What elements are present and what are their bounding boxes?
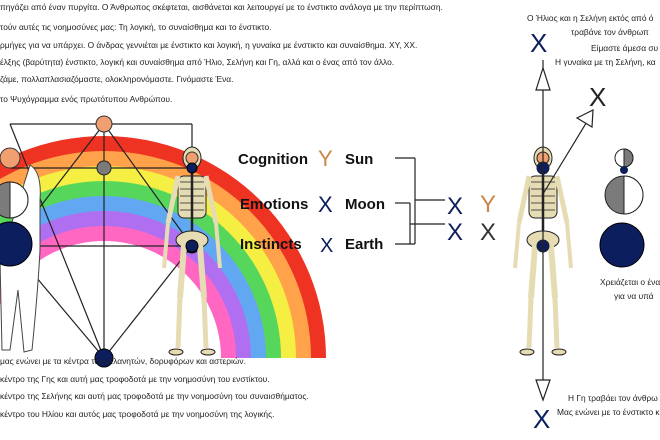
x-glyph-female-bottom: X [447, 219, 463, 246]
text-right-8: Μας ενώνει με το ένστικτο κ [557, 407, 660, 417]
x-glyph-female-top: X [447, 193, 463, 220]
left-upper-arm [165, 175, 181, 224]
right-upper-arm [203, 175, 219, 224]
x-chromosome-glyph-earth: X [320, 235, 333, 257]
left-forearm [162, 222, 170, 269]
text-line-bottom-3: κέντρο της Σελήνης και αυτή μας τροφοδοτ… [0, 391, 309, 401]
left-upper-arm [516, 175, 532, 224]
right-upper-arm [554, 175, 570, 224]
x-glyph-male: X [480, 219, 496, 246]
x-chromosome-glyph-moon: X [318, 192, 333, 217]
emotions-label: Emotions [240, 196, 308, 213]
right-femur [548, 245, 558, 299]
left-femur [528, 245, 538, 299]
y-chromosome-glyph-sun: Y [318, 146, 333, 171]
text-line-top-4: έλξης (βαρύτητα) ένστικτο, λογική και συ… [0, 57, 395, 67]
text-right-4: Η γυναίκα με τη Σελήνη, κα [555, 57, 656, 67]
text-right-3: Είμαστε άμεσα συ [591, 43, 659, 53]
left-shin [526, 297, 534, 349]
text-line-top-6: το Ψυχόγραμμα ενός πρωτότυπου Ανθρώπου. [0, 94, 173, 104]
cognition-label: Cognition [238, 151, 308, 168]
right-shin [201, 297, 209, 349]
right-forearm [565, 222, 573, 269]
left-foot [168, 348, 184, 356]
left-shin [175, 297, 183, 349]
center-skeleton-nodes [185, 151, 199, 253]
x-glyph-bottom: X [533, 404, 550, 434]
right-belly-circle [599, 222, 645, 268]
text-right-2: τραβάνε τον άνθρωπ [571, 27, 649, 37]
text-line-top-2: τούν αυτές τις νοημοσύνες μας: Τη λογική… [0, 22, 272, 32]
text-line-bottom-2: κέντρο της Γης και αυτή μας τροφοδοτά με… [0, 374, 270, 384]
skeleton-right [513, 146, 573, 356]
text-line-bottom-1: μας ενώνει με τα κέντρα των πλανητών, δο… [0, 356, 246, 366]
right-forearm [214, 222, 222, 269]
earth-label: Earth [345, 236, 383, 253]
text-line-top-1: πηγάζει από έναν πυργίτα. Ο Άνθρωπος σκέ… [0, 2, 443, 12]
y-glyph-male: Y [480, 191, 496, 218]
right-chest-circle [604, 175, 644, 215]
text-right-6: για να υπά [614, 291, 654, 301]
text-line-top-5: ζάμε, πολλαπλασιαζόμαστε, ολοκληρονόμαστ… [0, 74, 234, 84]
text-right-7: Η Γη τραβάει τον άνθρω [568, 393, 658, 403]
sun-label: Sun [345, 151, 373, 168]
x-glyph-top: X [530, 28, 547, 58]
text-line-top-3: ρμήγες για να υπάρχει. Ο άνδρας γεννιέτα… [0, 40, 418, 50]
text-line-bottom-4: κέντρο του Ηλίου και αυτός μας τροφοδοτά… [0, 409, 275, 419]
left-femur [177, 245, 187, 299]
instincts-label: Instincts [240, 236, 302, 253]
left-belly-circle [0, 221, 33, 267]
left-forearm [513, 222, 521, 269]
moon-label: Moon [345, 196, 385, 213]
vertical-axis [535, 60, 594, 402]
rainbow-inner [0, 241, 221, 358]
x-glyph-upper-right: X [589, 82, 606, 112]
right-head-circle [614, 148, 634, 174]
label-bracket [395, 157, 445, 245]
right-foot [200, 348, 216, 356]
left-foot [519, 348, 535, 356]
left-chest-circle [0, 181, 29, 219]
left-head-circle [0, 147, 21, 169]
right-foot [551, 348, 567, 356]
text-right-5: Χρειάζεται ο ένα [600, 277, 660, 287]
right-shin [552, 297, 560, 349]
right-femur [197, 245, 207, 299]
text-right-1: Ο Ήλιος και η Σελήνη εκτός από ό [527, 13, 654, 23]
